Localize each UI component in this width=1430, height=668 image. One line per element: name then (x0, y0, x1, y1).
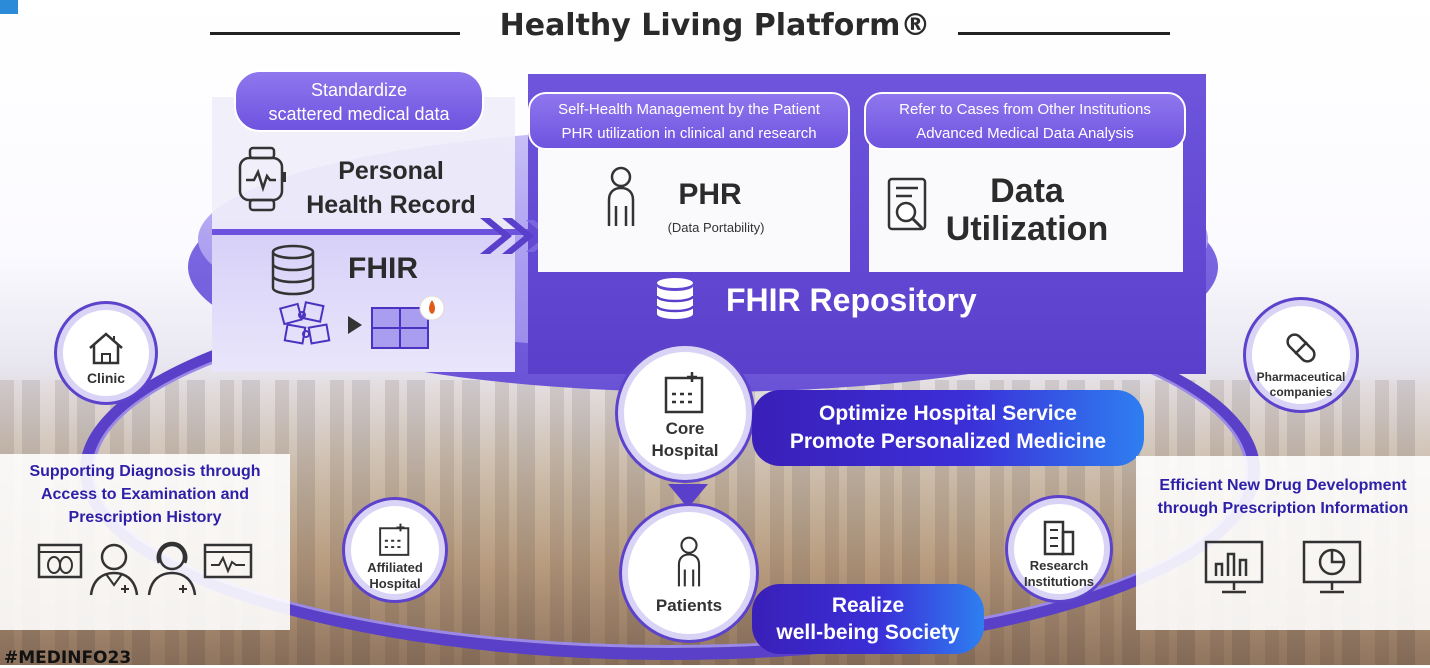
research-line-1: Research (1029, 558, 1089, 573)
diagnosis-support-box: Supporting Diagnosis through Access to E… (0, 454, 290, 630)
personal-health-record-label: Personal Health Record (296, 154, 486, 222)
drug-development-text: Efficient New Drug Development through P… (1136, 456, 1430, 520)
page-title: Healthy Living Platform® (499, 8, 931, 43)
analytics-icons (1136, 538, 1430, 596)
down-arrow-icon (668, 484, 708, 508)
diagnosis-support-text: Supporting Diagnosis through Access to E… (0, 454, 290, 529)
affiliated-line-2: Hospital (369, 576, 421, 591)
affiliated-line-1: Affiliated (367, 560, 423, 575)
person-icon (604, 166, 638, 228)
standardize-line-2: scattered medical data (268, 104, 450, 124)
data-title-line-2: Utilization (945, 210, 1109, 248)
hospital-building-icon (664, 372, 704, 414)
data-bubble-line-2: Advanced Medical Data Analysis (916, 125, 1134, 142)
phr-title: PHR (678, 178, 742, 211)
pill-capsule-icon (1286, 333, 1316, 363)
corner-accent (0, 0, 18, 14)
doctor-male-icon (89, 543, 139, 596)
left-info-line-3: Prescription History (68, 509, 222, 526)
phr-label-line-1: Personal (338, 157, 444, 185)
bar-chart-monitor-icon (1204, 540, 1264, 594)
research-institutions-node: Research Institutions (1008, 498, 1110, 600)
research-line-2: Institutions (1023, 574, 1095, 589)
fhir-repository-label: FHIR Repository (726, 282, 977, 318)
phr-bubble: Self-Health Management by the Patient PH… (528, 92, 850, 150)
optimize-line-2: Promote Personalized Medicine (789, 430, 1107, 453)
database-icon (270, 244, 316, 296)
puzzle-assembled-icon (368, 294, 448, 354)
right-info-line-2: through Prescription Information (1157, 500, 1409, 517)
realize-pill: Realize well-being Society (752, 584, 984, 654)
clinic-label: Clinic (86, 370, 126, 386)
fhir-label: FHIR (348, 252, 418, 285)
building-research-icon (1043, 520, 1075, 556)
standardize-line-1: Standardize (310, 80, 408, 100)
realize-line-1: Realize (831, 594, 905, 617)
affiliated-hospital-node: Affiliated Hospital (345, 500, 445, 600)
flow-band (212, 229, 528, 235)
optimize-line-1: Optimize Hospital Service (819, 402, 1077, 425)
patients-label: Patients (655, 596, 723, 615)
pharma-line-2: companies (1269, 385, 1333, 399)
patient-person-icon (677, 536, 701, 587)
data-bubble-line-1: Refer to Cases from Other Institutions (899, 101, 1151, 118)
data-utilization-label: Data Utilization (944, 172, 1110, 248)
data-utilization-card (869, 134, 1183, 272)
house-icon (89, 332, 123, 365)
right-info-line-1: Efficient New Drug Development (1159, 477, 1407, 494)
fhir-panel (212, 232, 515, 372)
vital-monitor-icon (203, 543, 253, 579)
phr-card (538, 134, 850, 272)
repository-database-icon (655, 276, 695, 322)
phr-bubble-line-2: PHR utilization in clinical and research (561, 125, 817, 142)
clinic-node: Clinic (57, 304, 155, 402)
data-title-line-1: Data (990, 172, 1064, 210)
report-search-icon (886, 176, 932, 236)
pharma-line-1: Pharmaceutical (1256, 370, 1346, 384)
standardize-bubble: Standardize scattered medical data (234, 70, 484, 132)
arrow-right-icon (348, 316, 362, 334)
left-info-line-2: Access to Examination and (40, 486, 250, 503)
realize-line-2: well-being Society (776, 621, 960, 644)
puzzle-scattered-icon (278, 300, 342, 350)
pie-chart-monitor-icon (1302, 540, 1362, 594)
hospital-small-icon (379, 523, 410, 556)
phr-label-line-2: Health Record (306, 191, 476, 219)
core-hospital-line-2: Hospital (651, 441, 719, 460)
patients-node: Patients (622, 506, 756, 640)
diagnosis-icons (0, 541, 290, 597)
lungs-xray-icon (37, 543, 83, 579)
smartwatch-icon (236, 146, 288, 212)
core-hospital-node: Core Hospital (618, 346, 752, 480)
phr-subtitle: (Data Portability) (667, 220, 765, 235)
hashtag-label: #MEDINFO23 (4, 648, 132, 668)
doctor-female-icon (147, 541, 197, 596)
left-info-line-1: Supporting Diagnosis through (29, 463, 261, 480)
data-utilization-bubble: Refer to Cases from Other Institutions A… (864, 92, 1186, 150)
title-rule-right (958, 32, 1170, 35)
drug-development-box: Efficient New Drug Development through P… (1136, 456, 1430, 630)
core-hospital-line-1: Core (665, 419, 705, 438)
title-rule-left (210, 32, 460, 35)
pharmaceutical-node: Pharmaceutical companies (1246, 300, 1356, 410)
phr-bubble-line-1: Self-Health Management by the Patient (558, 101, 820, 118)
optimize-pill: Optimize Hospital Service Promote Person… (752, 390, 1144, 466)
